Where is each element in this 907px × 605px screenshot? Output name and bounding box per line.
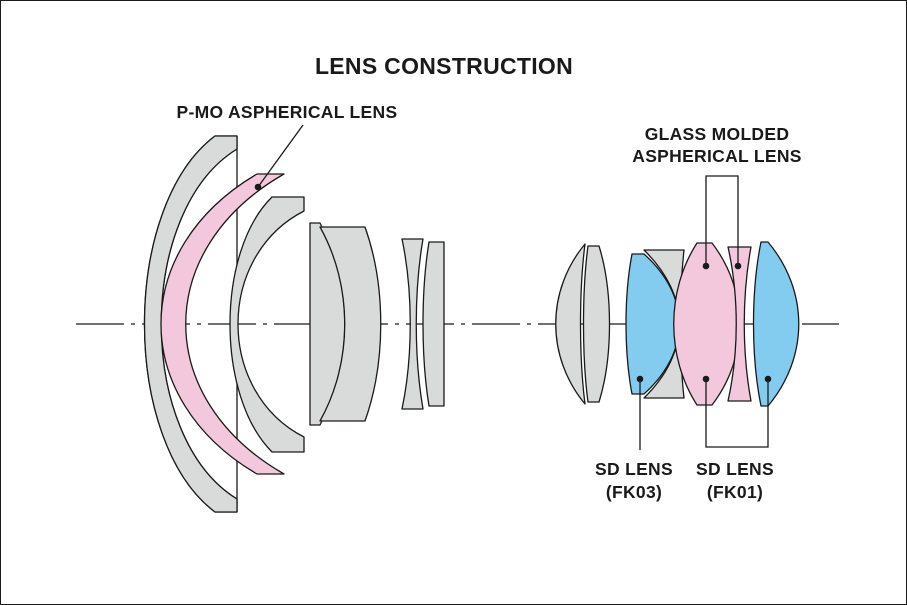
- glass-molded-label-line2: ASPHERICAL LENS: [632, 146, 801, 166]
- glass-molded-aspherical-lens-2: [727, 246, 752, 402]
- sd-fk01-dot-2: [764, 375, 772, 383]
- sd-fk01-dot-1: [702, 375, 710, 383]
- lens-element-7: [422, 241, 445, 407]
- pmo-aspherical-lens: [160, 173, 285, 475]
- sd-fk01-bracket: [705, 379, 769, 448]
- sd-fk03-dot: [636, 375, 644, 383]
- sd-lens-fk03: [625, 253, 680, 395]
- sd-fk01-label-line2: (FK01): [707, 482, 763, 502]
- sd-fk03-label-line1: SD LENS: [595, 459, 673, 479]
- sd-lens-fk01: [752, 241, 800, 407]
- pmo-leader-line: [257, 124, 304, 188]
- glass-molded-bracket: [705, 175, 739, 266]
- glass-molded-label-line1: GLASS MOLDED: [645, 124, 790, 144]
- lens-element-5: [319, 226, 382, 422]
- glass-molded-dot-1: [702, 262, 710, 270]
- sd-fk03-label-line2: (FK03): [606, 482, 662, 502]
- lens-element-8: [555, 243, 586, 405]
- diagram-title: LENS CONSTRUCTION: [315, 53, 573, 79]
- lens-element-6: [401, 238, 424, 410]
- lens-element-1-body: [143, 135, 238, 513]
- glass-molded-aspherical-lens-1: [673, 242, 741, 406]
- lens-element-9: [582, 245, 611, 403]
- glass-molded-dot-2: [734, 262, 742, 270]
- sd-fk01-label-line1: SD LENS: [696, 459, 774, 479]
- pmo-aspherical-label: P-MO ASPHERICAL LENS: [177, 102, 398, 122]
- pmo-leader-dot: [254, 183, 262, 191]
- lens-element-3: [229, 196, 305, 453]
